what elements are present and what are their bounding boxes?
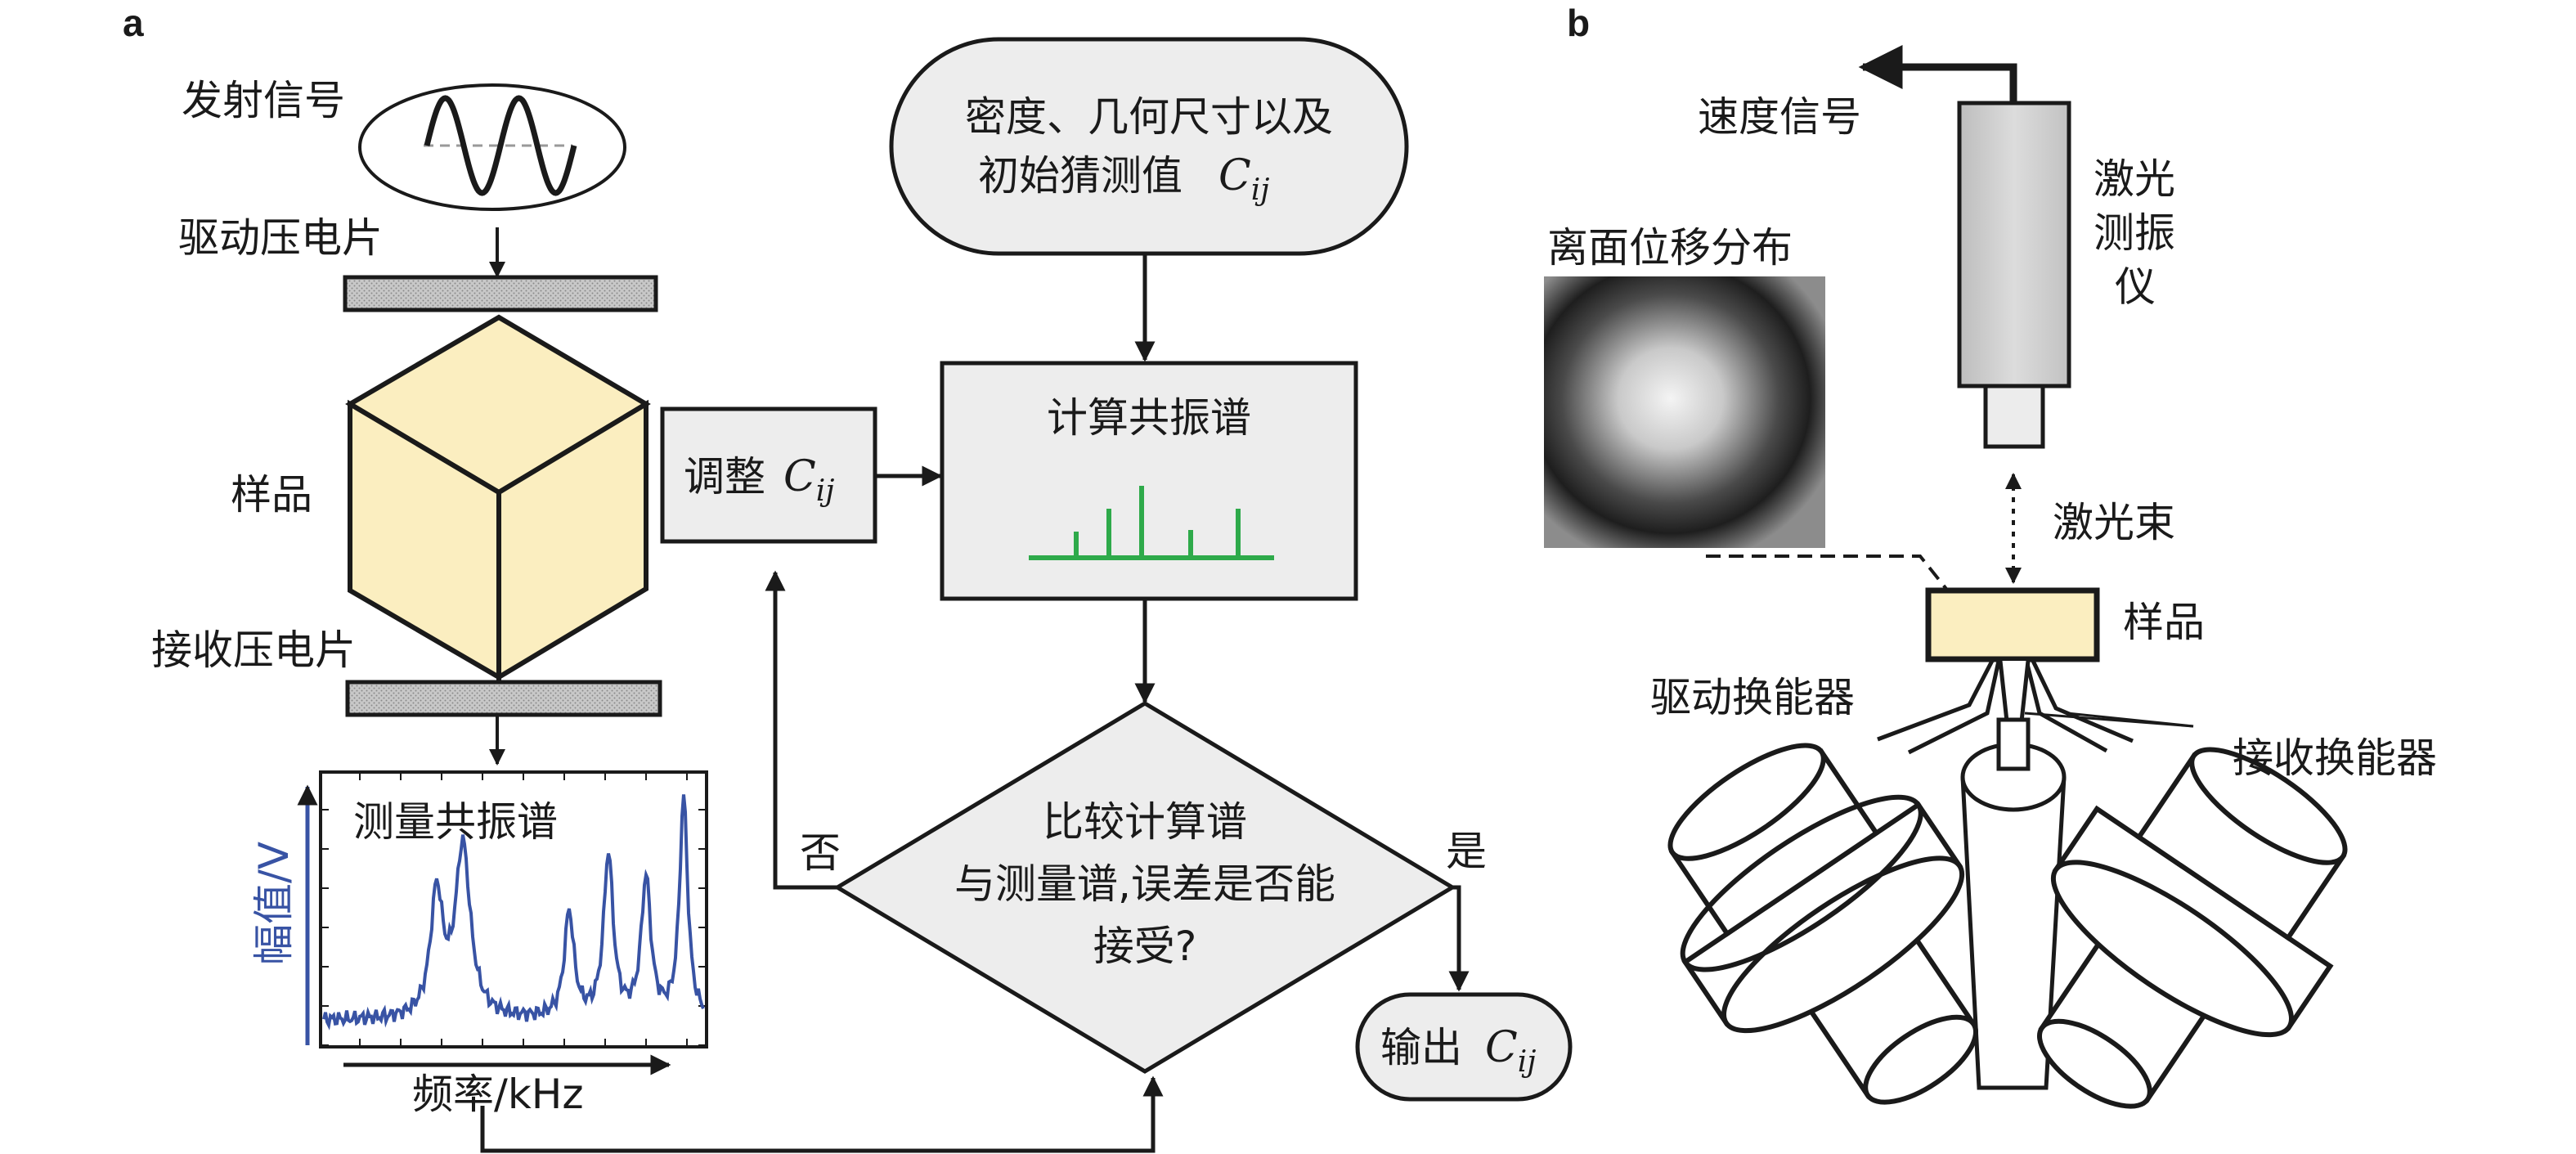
- sample-label-b: 样品: [2123, 599, 2205, 646]
- decision-diamond: [833, 701, 1456, 1074]
- sample-label: 样品: [231, 471, 312, 519]
- decision-line-3: 接受?: [1093, 923, 1197, 970]
- computed-spectrum-icon: [1029, 486, 1274, 560]
- output-cij: C: [1485, 1023, 1518, 1072]
- start-line-2: 初始猜测值: [978, 152, 1183, 200]
- svg-text:Cij: Cij: [783, 452, 834, 508]
- no-label: 否: [800, 829, 841, 877]
- velocity-signal-arrow: [1858, 45, 2017, 101]
- receive-leader-2: [2067, 712, 2194, 728]
- center-transducer: [1960, 717, 2067, 1090]
- drive-piezo-plate: [343, 275, 658, 312]
- output-label: 输出: [1380, 1024, 1462, 1071]
- sine-wave-icon: [424, 95, 577, 196]
- displacement-leader: [1706, 555, 1948, 590]
- sample-block: [1925, 587, 2100, 662]
- start-terminator: [889, 37, 1409, 256]
- arrow-no-to-adjust: [765, 570, 837, 890]
- output-terminator: [1355, 992, 1573, 1102]
- receive-piezo-label: 接收压电片: [151, 626, 356, 674]
- decision-line-1: 比较计算谱: [1043, 798, 1247, 846]
- left-transducer: [1667, 743, 1979, 1105]
- start-cij: C: [1218, 151, 1251, 200]
- displacement-map: [1544, 276, 1825, 548]
- vibrometer-line-2: 测振: [2094, 209, 2175, 257]
- compute-label: 计算共振谱: [1047, 394, 1251, 442]
- drive-piezo-label: 驱动压电片: [178, 214, 383, 262]
- arrow-yes-to-output: [1448, 885, 1470, 992]
- measured-spectrum-line: [322, 794, 705, 1031]
- svg-text:Cij: Cij: [1485, 1023, 1536, 1079]
- laser-vibrometer-lens: [1983, 384, 2045, 449]
- adjust-cij: C: [783, 452, 816, 501]
- laser-beam-label: 激光束: [2053, 499, 2175, 546]
- x-axis-label: 频率/kHz: [412, 1071, 584, 1118]
- output-cij-sub: ij: [1518, 1045, 1537, 1079]
- yes-label: 是: [1446, 828, 1487, 875]
- spectrum-axis-ticks: [321, 772, 707, 1047]
- adjust-box: [660, 406, 877, 544]
- vibrometer-line-3: 仪: [2115, 263, 2156, 311]
- panel-label-b: b: [1567, 2, 1590, 44]
- adjust-label: 调整: [684, 453, 765, 501]
- arrow-measured-to-compare: [480, 1075, 1164, 1153]
- signal-ellipse: [358, 83, 626, 211]
- svg-text:Cij: Cij: [1218, 151, 1269, 207]
- decision-line-2: 与测量谱,误差是否能: [954, 860, 1335, 908]
- start-cij-sub: ij: [1251, 173, 1270, 207]
- drive-transducer-label: 驱动换能器: [1650, 674, 1855, 721]
- velocity-signal-label: 速度信号: [1698, 93, 1861, 141]
- y-axis-label: 幅值/V: [250, 842, 298, 965]
- adjust-cij-sub: ij: [816, 474, 835, 508]
- spectrum-title: 测量共振谱: [353, 798, 558, 846]
- receive-piezo-plate: [345, 680, 662, 717]
- receive-transducer-label: 接收换能器: [2233, 734, 2437, 782]
- laser-vibrometer-body: [1957, 101, 2071, 388]
- displacement-label: 离面位移分布: [1547, 224, 1793, 272]
- panel-label-a: a: [123, 2, 144, 44]
- start-line-1: 密度、几何尺寸以及: [965, 93, 1333, 141]
- right-transducer: [2036, 747, 2348, 1109]
- cube-right-face: [496, 399, 648, 682]
- transmit-signal-label: 发射信号: [182, 77, 345, 124]
- vibrometer-line-1: 激光: [2094, 155, 2175, 203]
